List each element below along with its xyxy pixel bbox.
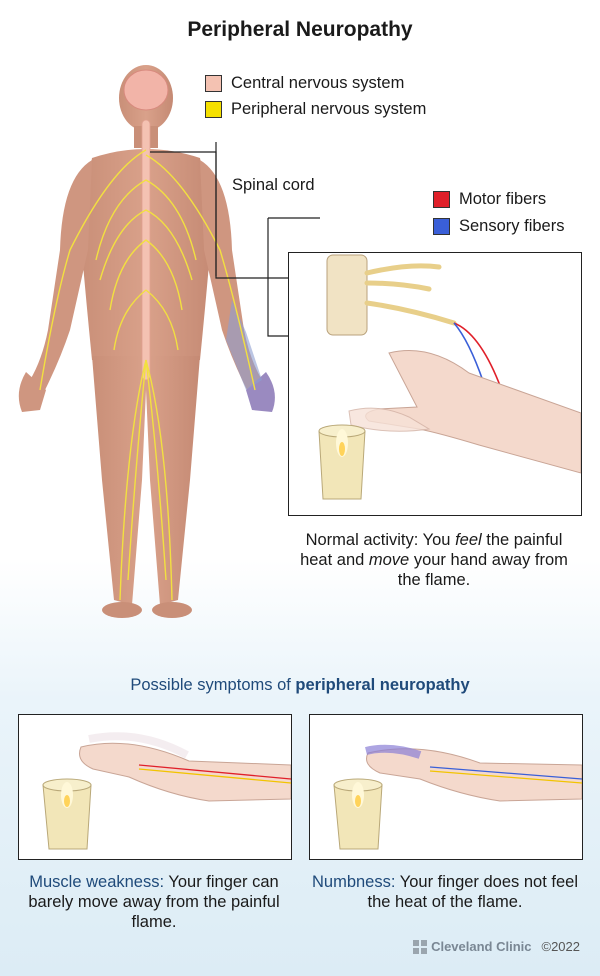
numbness-illustration [333, 744, 583, 850]
muscle-term: Muscle weakness: [29, 873, 165, 891]
motor-swatch [433, 191, 450, 208]
credit: Cleveland Clinic ©2022 [413, 939, 580, 954]
cleveland-clinic-logo: Cleveland Clinic [413, 939, 532, 954]
copyright: ©2022 [541, 939, 581, 954]
normal-tail: your hand away from the flame. [397, 551, 568, 589]
numb-text: Your finger does not feel the heat of th… [367, 873, 578, 911]
peripheral-swatch [205, 101, 222, 118]
legend-central: Central nervous system [205, 74, 404, 93]
spinal-cord-label: Spinal cord [232, 176, 315, 194]
legend-sensory: Sensory fibers [433, 217, 564, 236]
clinic-logo-icon [413, 939, 428, 954]
central-swatch [205, 75, 222, 92]
normal-activity-illustration [318, 254, 582, 500]
normal-activity-panel [288, 252, 582, 516]
normal-lead: Normal activity: You [305, 531, 456, 549]
normal-activity-caption: Normal activity: You feel the painful he… [288, 530, 580, 590]
normal-mid: the painful heat and [300, 531, 563, 569]
page-title: Peripheral Neuropathy [187, 18, 413, 41]
normal-move: move [368, 551, 410, 569]
symptoms-heading: Possible symptoms of peripheral neuropat… [0, 676, 600, 695]
legend-central-label: Central nervous system [231, 74, 405, 92]
numb-term: Numbness: [311, 873, 396, 891]
muscle-text: Your finger can barely move away from th… [28, 873, 280, 931]
muscle-weakness-panel [18, 714, 292, 860]
brand-name: Cleveland Clinic [431, 939, 532, 954]
legend-peripheral: Peripheral nervous system [205, 100, 426, 119]
legend-peripheral-label: Peripheral nervous system [231, 100, 427, 118]
numbness-panel [309, 714, 583, 860]
legend-motor: Motor fibers [433, 190, 546, 209]
symptoms-lead: Possible symptoms of [130, 676, 296, 694]
legend-motor-label: Motor fibers [459, 190, 547, 208]
symptoms-bold: peripheral neuropathy [295, 676, 470, 694]
legend-sensory-label: Sensory fibers [459, 217, 565, 235]
muscle-weakness-caption: Muscle weakness: Your finger can barely … [18, 872, 290, 932]
normal-feel: feel [455, 531, 482, 549]
numbness-caption: Numbness: Your finger does not feel the … [309, 872, 581, 912]
muscle-weakness-illustration [42, 732, 292, 850]
sensory-swatch [433, 218, 450, 235]
